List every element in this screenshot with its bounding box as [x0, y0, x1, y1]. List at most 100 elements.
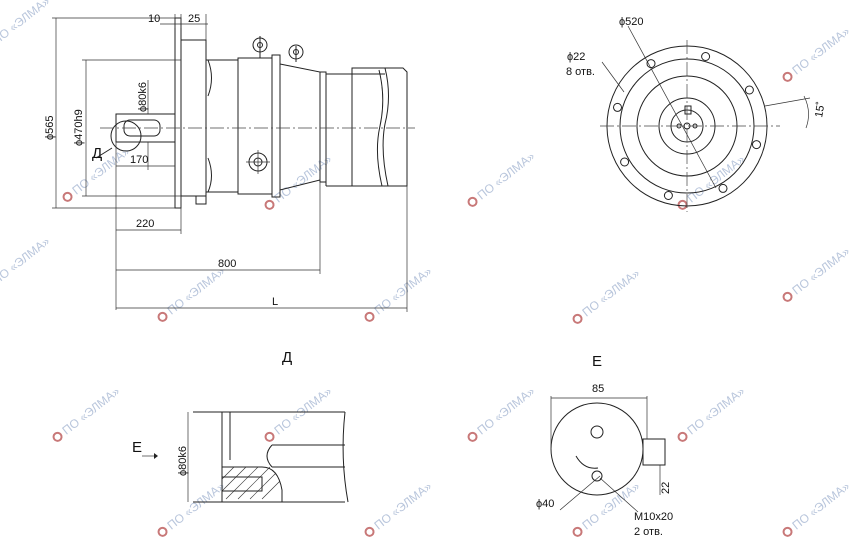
break-line-2: [376, 69, 384, 187]
watermark-logo: [782, 291, 793, 302]
watermark: ПО «ЭЛМА»: [782, 244, 853, 302]
dim-800: 800: [218, 258, 236, 270]
dim-565: ϕ565: [44, 115, 56, 140]
cylinder-end: [351, 67, 408, 187]
watermark-text: ПО «ЭЛМА»: [580, 266, 643, 320]
holes-8: 8 отв.: [566, 66, 595, 78]
lifting-eye-1: [252, 37, 268, 53]
view-E: Е 85 22 ϕ40 M10x20 2 отв.: [536, 353, 673, 538]
watermark: ПО «ЭЛМА»: [467, 149, 538, 207]
watermark: ПО «ЭЛМА»: [0, 234, 53, 288]
watermark: ПО «ЭЛМА»: [364, 479, 435, 537]
dim-22-key: 22: [660, 482, 672, 494]
flange-plate: [174, 17, 182, 209]
watermark: ПО «ЭЛМА»: [572, 266, 643, 324]
key-slot: [266, 444, 345, 468]
watermark-text: ПО «ЭЛМА»: [165, 264, 228, 318]
dim-470: ϕ470h9: [73, 109, 85, 146]
break-line-1: [382, 67, 389, 187]
watermark-logo: [572, 313, 583, 324]
dim-25: 25: [188, 13, 200, 25]
watermark: ПО «ЭЛМА»: [264, 384, 335, 442]
watermark-text: ПО «ЭЛМА»: [0, 234, 53, 288]
watermark-logo: [157, 311, 168, 322]
bolt-hole: [744, 85, 754, 95]
dim-80k6-b: ϕ80k6: [177, 446, 189, 476]
view-E-title: Е: [592, 353, 602, 370]
watermark-text: ПО «ЭЛМА»: [272, 384, 335, 438]
dim-520: ϕ520: [619, 16, 644, 28]
watermark-text: ПО «ЭЛМА»: [372, 479, 435, 533]
watermark-logo: [62, 191, 73, 202]
detail-D-circle: [110, 120, 142, 152]
bolt-holes: [613, 52, 761, 200]
watermark: ПО «ЭЛМА»: [677, 152, 748, 210]
watermark-text: ПО «ЭЛМА»: [475, 384, 538, 438]
watermark-logo: [677, 199, 688, 210]
watermark: ПО «ЭЛМА»: [52, 384, 123, 442]
view-D: Д Е ϕ80k6: [132, 349, 349, 503]
watermark: ПО «ЭЛМА»: [782, 24, 853, 82]
watermark: ПО «ЭЛМА»: [677, 384, 748, 442]
threaded-hole: [221, 466, 283, 503]
hatching: [221, 466, 281, 500]
view-D-title: Д: [282, 349, 292, 366]
watermark-text: ПО «ЭЛМА»: [475, 149, 538, 203]
watermark-text: ПО «ЭЛМА»: [790, 24, 853, 78]
bolt-hole: [613, 102, 622, 112]
watermark-text: ПО «ЭЛМА»: [0, 0, 53, 47]
dim-10: 10: [148, 13, 160, 25]
angle-15: 15˚: [813, 101, 828, 119]
watermark: ПО «ЭЛМА»: [782, 479, 853, 537]
watermark-logo: [52, 431, 63, 442]
housing-body: [237, 57, 273, 195]
watermark: ПО «ЭЛМА»: [467, 384, 538, 442]
bolt-hole: [663, 191, 673, 200]
watermark-text: ПО «ЭЛМА»: [272, 152, 335, 206]
watermark-logo: [572, 526, 583, 537]
watermark-text: ПО «ЭЛМА»: [372, 264, 435, 318]
watermark: ПО «ЭЛМА»: [364, 264, 435, 322]
holes-2: 2 отв.: [634, 526, 663, 538]
dim-L: L: [272, 296, 278, 308]
side-view: 10 25 ϕ565 ϕ470h9 ϕ80k6 170 220 800 L Д: [44, 13, 415, 312]
watermark-text: ПО «ЭЛМА»: [790, 244, 853, 298]
bolt-hole: [620, 157, 630, 167]
watermark: ПО «ЭЛМА»: [157, 264, 228, 322]
bore: [221, 476, 263, 492]
watermark-text: ПО «ЭЛМА»: [685, 152, 748, 206]
watermark-text: ПО «ЭЛМА»: [165, 479, 228, 533]
watermark: ПО «ЭЛМА»: [157, 479, 228, 537]
bottom-bolt: [195, 195, 207, 205]
dim-40: ϕ40: [536, 498, 554, 510]
watermark-logo: [467, 196, 478, 207]
watermark-logo: [782, 526, 793, 537]
dim-22: ϕ22: [567, 51, 585, 63]
detail-D-mark: Д: [92, 145, 102, 162]
watermark-logo: [157, 526, 168, 537]
watermark-logo: [364, 311, 375, 322]
bolt-hole: [718, 183, 728, 193]
thread-hole: [591, 470, 603, 482]
front-view: ϕ520 ϕ22 8 отв. 15˚: [566, 16, 828, 212]
bolt-hole: [701, 52, 711, 61]
watermark-logo: [264, 199, 275, 210]
flange-neck: [180, 39, 207, 197]
housing-curves: [207, 59, 212, 193]
watermark-text: ПО «ЭЛМА»: [685, 384, 748, 438]
bolt-hole: [752, 140, 761, 150]
dim-85: 85: [592, 383, 604, 395]
housing-front: [205, 59, 239, 193]
watermark-logo: [782, 71, 793, 82]
center-hole: [590, 425, 604, 439]
watermark-logo: [467, 431, 478, 442]
lifting-eye-2: [288, 44, 304, 60]
housing-ring: [271, 54, 281, 198]
watermark-logo: [364, 526, 375, 537]
watermark-text: ПО «ЭЛМА»: [580, 479, 643, 533]
watermark-logo: [264, 431, 275, 442]
dim-170: 170: [130, 154, 148, 166]
bolt-hole: [646, 59, 656, 69]
watermark: ПО «ЭЛМА»: [0, 0, 53, 47]
